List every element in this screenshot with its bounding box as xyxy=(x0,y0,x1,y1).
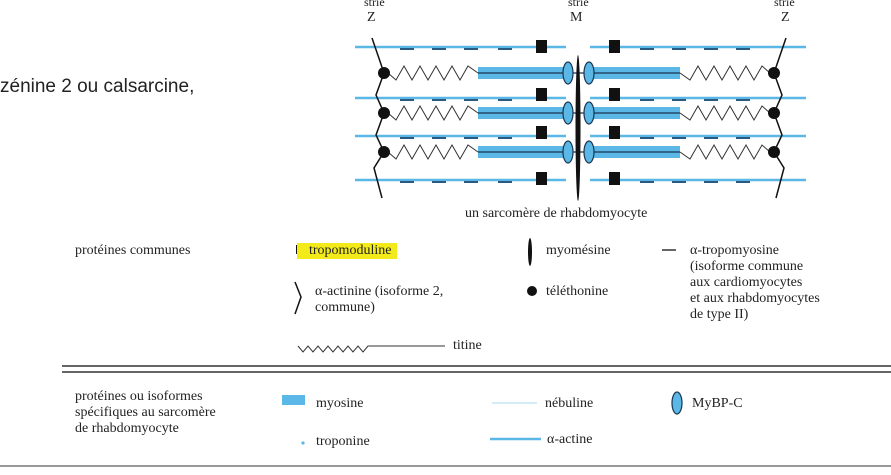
mybpc-ellipses xyxy=(562,61,595,164)
legend-nebuline: nébuline xyxy=(545,396,594,411)
m-line xyxy=(575,55,581,201)
tropomyosine-line: α-tropomyosine xyxy=(690,243,779,258)
legend-tropomoduline: tropomoduline xyxy=(297,243,398,259)
label-strie-z-right-top: strie xyxy=(774,0,795,9)
label-strie-z-left-top: strie xyxy=(364,0,385,9)
tropomyosine-line: (isoforme commune xyxy=(690,259,804,274)
label-m: M xyxy=(570,10,583,25)
titin-springs xyxy=(387,64,771,161)
telethonin-icon xyxy=(527,286,537,296)
legend-myomesine: myomésine xyxy=(546,243,611,258)
legend-actinine-2: commune) xyxy=(315,300,375,315)
label-strie-m-top: strie xyxy=(568,0,589,9)
label-z-right: Z xyxy=(781,10,790,25)
actin-filaments xyxy=(355,45,806,182)
legend-telethonine: téléthonine xyxy=(546,284,609,299)
tropomyosine-line: et aux rhabdomyocytes xyxy=(690,291,820,306)
tropomodulin-squares xyxy=(536,40,620,185)
body-text-line: zénine 2 ou calsarcine, xyxy=(0,76,195,97)
myosin-icon xyxy=(282,395,305,405)
legend-actinine-1: α-actinine (isoforme 2, xyxy=(315,284,444,299)
troponin-icon xyxy=(301,441,305,445)
tropomyosin-marks xyxy=(400,48,750,183)
legend-tropomyosine: α-tropomyosine (isoforme commune aux car… xyxy=(690,243,820,323)
label-z-left: Z xyxy=(367,10,376,25)
legend-troponine: troponine xyxy=(316,434,370,449)
legend-titine: titine xyxy=(453,338,482,353)
legend-mybpc: MyBP-C xyxy=(692,396,743,411)
myomesin-icon xyxy=(528,238,532,266)
telethonin-dots xyxy=(378,67,780,158)
mybpc-icon xyxy=(671,391,683,415)
legend-myosine: myosine xyxy=(316,396,364,411)
actinin-icon xyxy=(294,281,302,315)
legend-common-title: protéines communes xyxy=(75,243,191,258)
titin-icon xyxy=(297,345,445,353)
legend-specific-title-2: spécifiques au sarcomère xyxy=(75,405,216,420)
legend-specific-title-3: de rhabdomyocyte xyxy=(75,421,179,436)
legend-specific-title-1: protéines ou isoformes xyxy=(75,389,203,404)
tropomyosine-line: aux cardiomyocytes xyxy=(690,275,803,290)
legend-alpha-actine: α-actine xyxy=(547,432,593,447)
tropomyosine-line: de type II) xyxy=(690,307,749,322)
diagram-caption: un sarcomère de rhabdomyocyte xyxy=(465,206,648,221)
